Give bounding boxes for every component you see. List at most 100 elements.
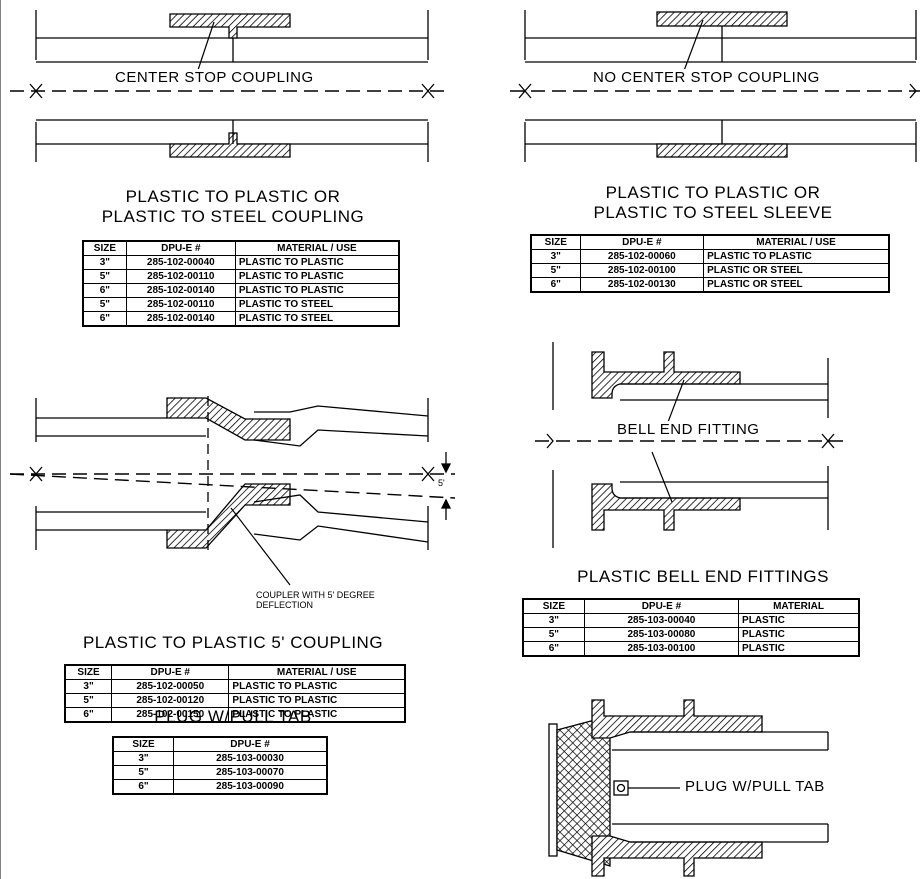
table-cell: 285-102-00040 — [125, 255, 236, 270]
column-header: DPU-E # — [583, 598, 740, 614]
coupler-note-line2: DEFLECTION — [256, 600, 314, 610]
table-cell: 285-102-00050 — [111, 679, 230, 694]
table-cell: 285-103-00080 — [583, 627, 740, 642]
column-header: MATERIAL — [738, 598, 860, 614]
table-row: 6"285-103-00090 — [112, 779, 328, 795]
table-cell: 285-102-00100 — [579, 263, 705, 278]
table-cell: 5" — [522, 627, 585, 642]
table-cell: 3" — [112, 751, 175, 766]
table-cell: 285-102-00140 — [125, 283, 236, 298]
table-cell: 6" — [64, 707, 113, 723]
table-cell: 3" — [522, 613, 585, 628]
plug-drawing — [548, 699, 829, 877]
column-header: DPU-E # — [173, 736, 328, 752]
table-cell: 285-102-00120 — [111, 693, 230, 708]
bell-title: PLASTIC BELL END FITTINGS — [577, 567, 829, 586]
deflection-title: PLASTIC TO PLASTIC 5' COUPLING — [82, 633, 384, 652]
table-cell: 5" — [530, 263, 581, 278]
table-cell: PLASTIC TO PLASTIC — [234, 283, 400, 298]
table-cell: 285-103-00030 — [173, 751, 328, 766]
table-cell: 285-102-00140 — [125, 311, 236, 327]
table-cell: PLASTIC OR STEEL — [703, 277, 890, 293]
table-cell: 285-103-00090 — [173, 779, 328, 795]
no-center-stop-coupling-label: NO CENTER STOP COUPLING — [590, 69, 823, 86]
table-cell: 3" — [82, 255, 127, 270]
bell-end-fitting-label: BELL END FITTING — [614, 421, 763, 438]
table-cell: 285-102-00110 — [125, 297, 236, 312]
center-stop-coupling-drawing — [0, 0, 450, 879]
table-cell: 285-102-00130 — [579, 277, 705, 293]
table-cell: 5" — [112, 765, 175, 780]
table-cell: 5" — [82, 297, 127, 312]
column-header: SIZE — [82, 240, 127, 256]
table-cell: PLASTIC TO STEEL — [234, 297, 400, 312]
table-cell: 6" — [82, 311, 127, 327]
table-row: 3"285-103-00030 — [112, 751, 328, 766]
column-header: SIZE — [530, 234, 581, 250]
coupler-note-line1: COUPLER WITH 5' DEGREE — [256, 590, 375, 600]
table-cell: 285-103-00070 — [173, 765, 328, 780]
table-cell: PLASTIC — [738, 627, 860, 642]
plug-pull-tab-label: PLUG W/PULL TAB — [685, 778, 825, 795]
table-cell: PLASTIC TO PLASTIC — [234, 255, 400, 270]
table-cell: PLASTIC TO PLASTIC — [228, 693, 406, 708]
table-cell: PLASTIC TO PLASTIC — [228, 707, 406, 723]
column-header: DPU-E # — [579, 234, 705, 250]
table-cell: 6" — [522, 641, 585, 657]
table-cell: 5" — [64, 693, 113, 708]
bell-end-fitting-drawing — [535, 342, 850, 548]
table-cell: PLASTIC TO STEEL — [234, 311, 400, 327]
table-cell: 3" — [530, 249, 581, 264]
column-header: MATERIAL / USE — [703, 234, 890, 250]
column-header: MATERIAL / USE — [228, 664, 406, 680]
table-cell: PLASTIC TO PLASTIC — [703, 249, 890, 264]
column-header: SIZE — [522, 598, 585, 614]
table-row: 5"285-103-00070 — [112, 765, 328, 780]
table-cell: 3" — [64, 679, 113, 694]
table-cell: 6" — [530, 277, 581, 293]
sleeve-drawing — [510, 10, 920, 162]
coupling-title-line1: PLASTIC TO PLASTIC OR — [125, 187, 341, 206]
table-cell: 5" — [82, 269, 127, 284]
column-header: DPU-E # — [111, 664, 230, 680]
column-header: SIZE — [112, 736, 175, 752]
center-stop-coupling-label: CENTER STOP COUPLING — [112, 69, 317, 86]
table-cell: 6" — [112, 779, 175, 795]
column-header: DPU-E # — [125, 240, 236, 256]
sleeve-title-line2: PLASTIC TO STEEL SLEEVE — [593, 203, 833, 222]
table-cell: 285-102-00110 — [125, 269, 236, 284]
table-cell: PLASTIC TO PLASTIC — [228, 679, 406, 694]
table-cell: PLASTIC — [738, 641, 860, 657]
table-cell: PLASTIC OR STEEL — [703, 263, 890, 278]
table-cell: 285-103-00040 — [583, 613, 740, 628]
column-header: MATERIAL / USE — [234, 240, 400, 256]
table-cell: 6" — [82, 283, 127, 298]
table-cell: 285-103-00100 — [583, 641, 740, 657]
coupling-title-line2: PLASTIC TO STEEL COUPLING — [101, 207, 365, 226]
